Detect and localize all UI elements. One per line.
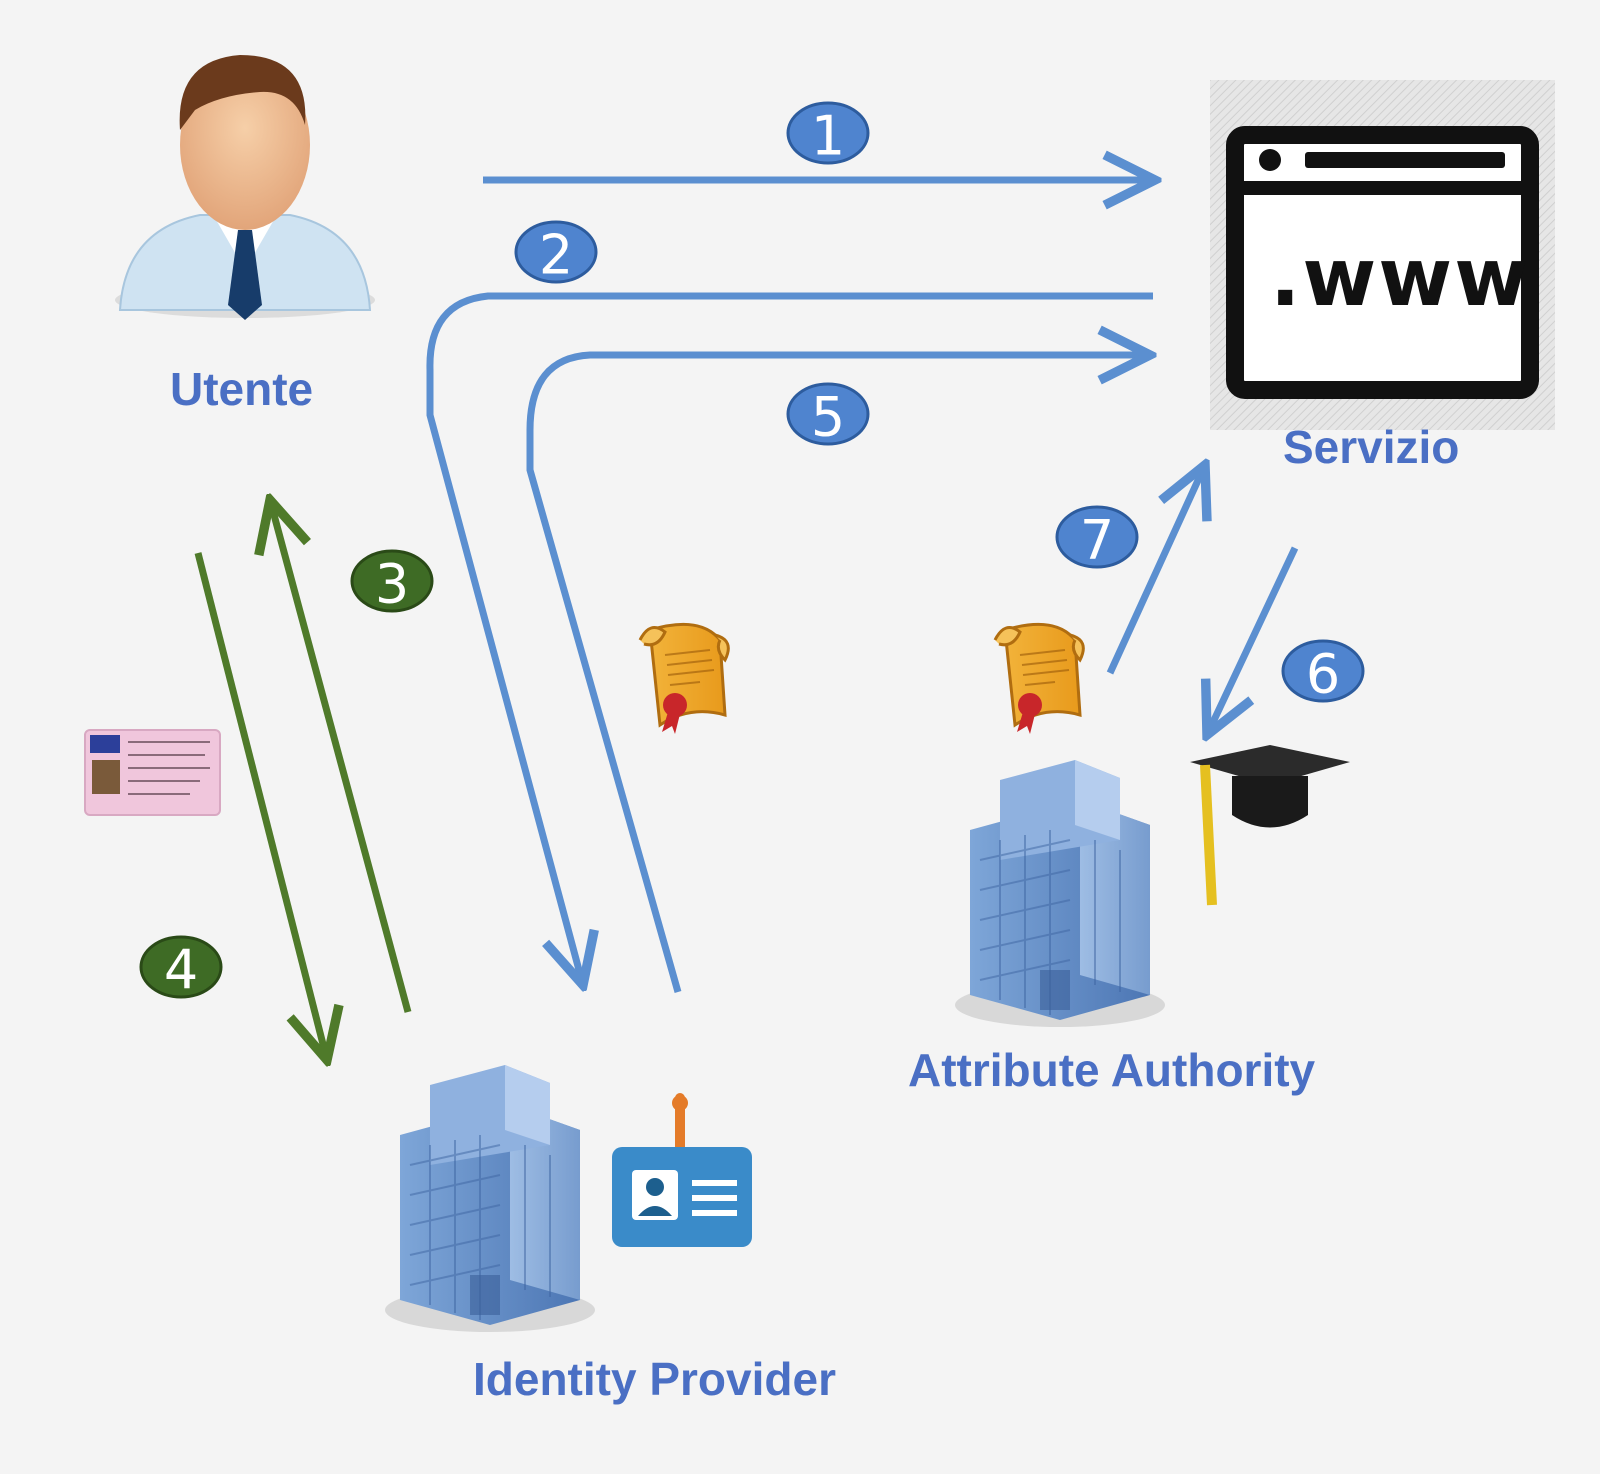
service-www-text: .www (1270, 231, 1530, 324)
id-badge-icon (612, 1093, 752, 1247)
identity-provider-label: Identity Provider (473, 1353, 836, 1405)
id-card-icon (84, 729, 221, 816)
svg-text:6: 6 (1306, 643, 1340, 706)
flow-arrow-3 (270, 500, 412, 1013)
svg-text:4: 4 (164, 939, 198, 1002)
user-label: Utente (170, 363, 314, 415)
certificate-scroll-icon (638, 622, 730, 736)
certificate-scroll-icon-aa (993, 622, 1085, 736)
svg-text:7: 7 (1080, 509, 1114, 572)
flow-arrow-6 (1207, 546, 1299, 735)
step-badge-1: 1 (786, 101, 870, 168)
attribute-authority-building-icon (954, 759, 1166, 1028)
attribute-authority-label: Attribute Authority (908, 1044, 1316, 1096)
step-badge-2: 2 (514, 220, 598, 287)
identity-provider-building-icon (384, 1064, 596, 1333)
step-badge-5: 5 (786, 382, 870, 449)
svg-text:3: 3 (375, 553, 409, 616)
svg-text:2: 2 (539, 224, 573, 287)
flow-arrow-4 (194, 552, 327, 1060)
browser-window-icon: .www (1210, 80, 1555, 430)
step-badge-4: 4 (139, 935, 223, 1002)
step-badge-6: 6 (1281, 639, 1365, 706)
graduation-cap-icon (1190, 745, 1350, 906)
step-badge-7: 7 (1055, 505, 1139, 572)
flow-arrow-5 (526, 355, 1150, 993)
flow-arrow-7 (1106, 465, 1205, 675)
service-label: Servizio (1283, 421, 1460, 473)
svg-text:1: 1 (811, 105, 845, 168)
svg-text:5: 5 (811, 386, 845, 449)
user-avatar-icon (115, 55, 375, 320)
flow-arrow-2 (426, 292, 1153, 985)
step-badge-3: 3 (350, 549, 434, 616)
